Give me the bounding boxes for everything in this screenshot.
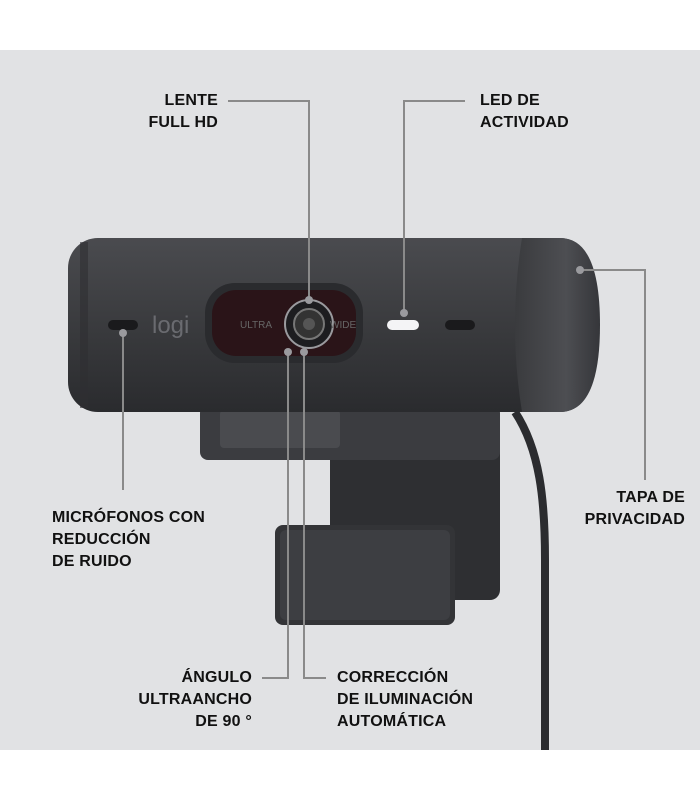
callout-line: LED DE [480,92,540,109]
callout-line: DE RUIDO [52,553,132,570]
callout-line: DE ILUMINACIÓN [337,691,474,708]
wide-text: WIDE [330,320,356,331]
mic-right [445,320,475,330]
callout-lens: LENTE FULL HD [148,90,218,134]
callout-line: PRIVACIDAD [584,511,685,528]
callout-line: ACTIVIDAD [480,114,569,131]
callout-line: DE 90 ° [195,713,252,730]
callout-line: FULL HD [148,114,218,131]
callout-light-correction: CORRECCIÓN DE ILUMINACIÓN AUTOMÁTICA [337,667,473,733]
callout-mics: MICRÓFONOS CON REDUCCIÓN DE RUIDO [52,507,205,573]
callout-line: LENTE [164,92,218,109]
privacy-cap [515,238,600,412]
callout-line: ÁNGULO [181,669,252,686]
activity-led [387,320,419,330]
callout-line: ULTRAANCHO [138,691,252,708]
ultra-text: ULTRA [240,320,272,331]
callout-angle: ÁNGULO ULTRAANCHO DE 90 ° [138,667,252,733]
logi-logo: logi [152,312,189,339]
callout-line: CORRECCIÓN [337,669,449,686]
callout-privacy: TAPA DE PRIVACIDAD [585,487,685,531]
usb-cable [511,409,549,750]
callout-line: REDUCCIÓN [52,531,151,548]
callout-line: TAPA DE [616,489,685,506]
mount-clip [200,405,500,625]
mic-left [108,320,138,330]
callout-line: AUTOMÁTICA [337,713,447,730]
leader-lines [122,100,646,679]
callout-led: LED DE ACTIVIDAD [480,90,569,134]
callout-line: MICRÓFONOS CON [52,509,206,526]
